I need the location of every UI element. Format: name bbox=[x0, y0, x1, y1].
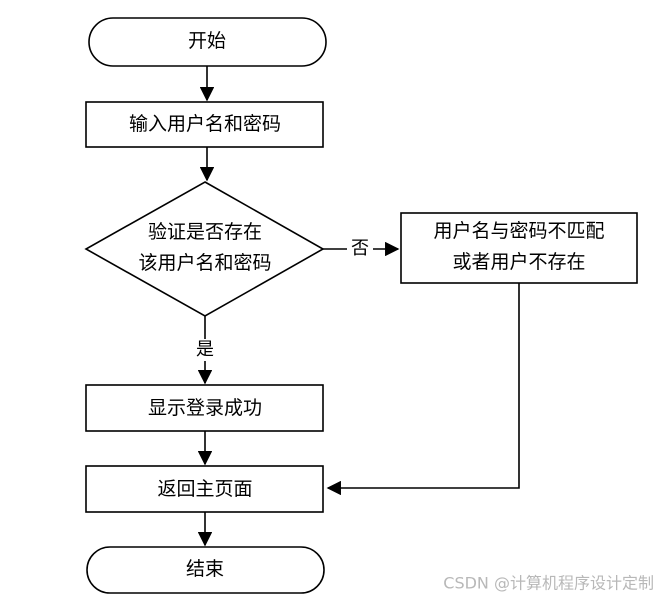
start-label: 开始 bbox=[188, 30, 226, 52]
start-node: 开始 bbox=[88, 17, 327, 67]
decision-label-line2: 该用户名和密码 bbox=[138, 252, 271, 274]
success-node: 显示登录成功 bbox=[85, 384, 324, 432]
label-no-background bbox=[347, 238, 373, 260]
decision-node: 验证是否存在 该用户名和密码 bbox=[84, 181, 325, 317]
watermark-text: CSDN @计算机程序设计定制 bbox=[443, 574, 654, 593]
input-node: 输入用户名和密码 bbox=[85, 101, 324, 148]
edge-error-to-return bbox=[326, 283, 520, 496]
edge-label-no: 否 bbox=[351, 238, 369, 259]
success-label: 显示登录成功 bbox=[148, 397, 262, 419]
error-label-line2: 或者用户不存在 bbox=[452, 251, 585, 273]
end-node: 结束 bbox=[86, 546, 325, 594]
label-yes-background bbox=[193, 339, 217, 361]
return-node: 返回主页面 bbox=[85, 465, 324, 513]
edge-label-yes: 是 bbox=[196, 339, 214, 360]
return-label: 返回主页面 bbox=[157, 478, 252, 500]
input-label: 输入用户名和密码 bbox=[129, 113, 281, 135]
end-label: 结束 bbox=[186, 558, 224, 580]
decision-label-line1: 验证是否存在 bbox=[148, 221, 262, 243]
error-label-line1: 用户名与密码不匹配 bbox=[433, 220, 604, 242]
error-node: 用户名与密码不匹配 或者用户不存在 bbox=[400, 212, 638, 284]
